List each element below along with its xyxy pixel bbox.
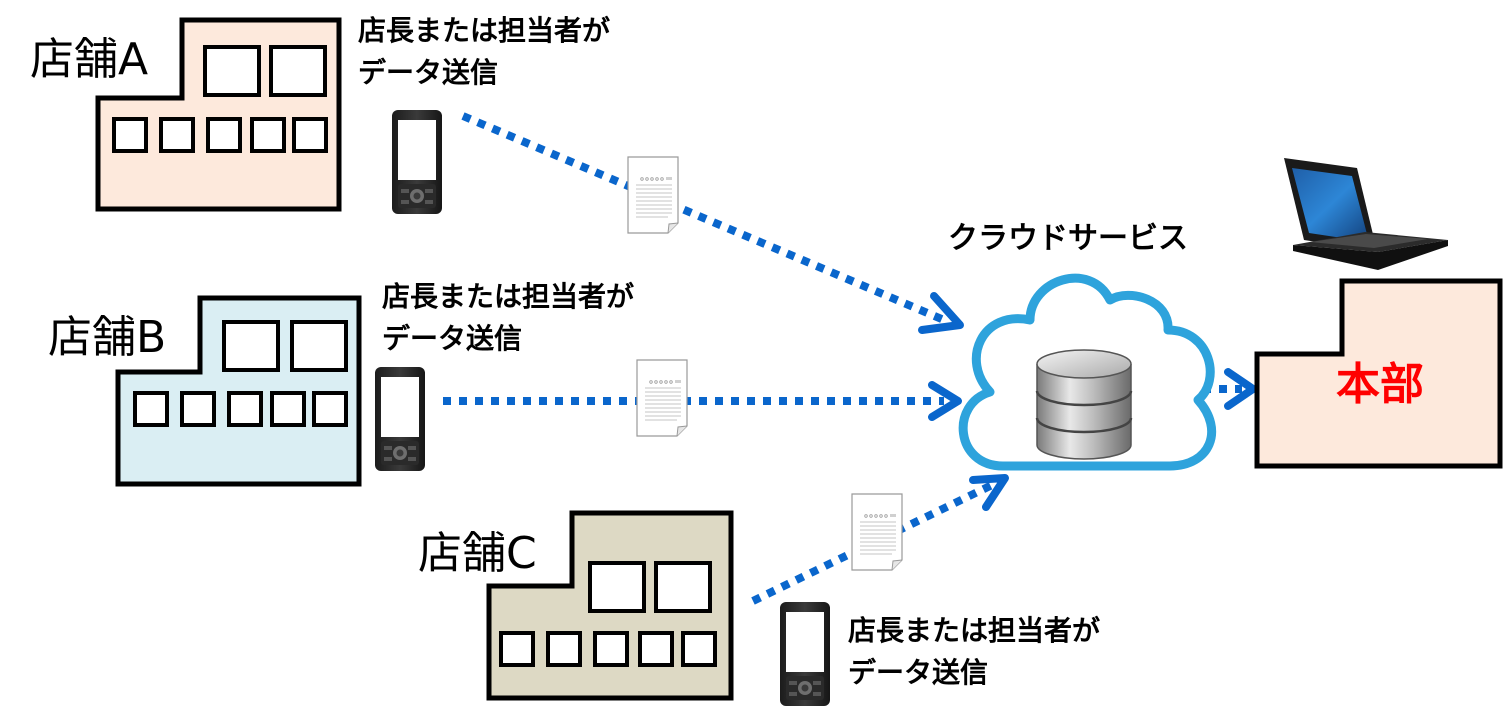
store-c-caption-line2: データ送信 <box>848 656 988 689</box>
store-c-label: 店舗C <box>418 528 537 579</box>
flow-arrowhead-store-a <box>918 292 964 334</box>
mobile-phone-icon <box>392 110 442 214</box>
store-b-windows <box>133 320 348 427</box>
store-b: 店舗B 店長または担当者が データ送信 <box>48 280 634 487</box>
store-b-caption-line1: 店長または担当者が <box>382 280 634 313</box>
store-a-caption-line2: データ送信 <box>358 56 498 89</box>
store-a-caption-line1: 店長または担当者が <box>358 14 610 47</box>
headquarters-label: 本部 <box>1336 359 1424 410</box>
headquarters: 本部 <box>1254 158 1503 469</box>
store-b-label: 店舗B <box>48 312 166 363</box>
flow-arrowhead-store-b <box>928 381 962 421</box>
cloud-service: クラウドサービス <box>948 221 1217 471</box>
document-icon <box>851 493 903 571</box>
store-b-caption-line2: データ送信 <box>382 322 522 355</box>
cloud-title: クラウドサービス <box>948 221 1188 256</box>
store-a-label: 店舗A <box>30 34 148 85</box>
laptop-icon <box>1284 158 1448 270</box>
mobile-phone-icon <box>780 602 830 706</box>
document-icon <box>627 156 679 234</box>
store-c-windows <box>499 561 717 667</box>
document-icon <box>636 359 688 437</box>
database-icon <box>1035 349 1133 460</box>
flow-arrowhead-headquarters <box>1224 368 1257 410</box>
store-a-windows <box>112 45 328 153</box>
store-c: 店舗C 店長または担当者が データ送信 <box>418 510 1100 706</box>
flow-arrow-store-a <box>461 112 946 324</box>
headquarters-building <box>1254 278 1503 469</box>
flow-arrowhead-store-c <box>969 474 1009 511</box>
mobile-phone-icon <box>375 367 425 471</box>
store-c-caption-line1: 店長または担当者が <box>848 614 1100 647</box>
store-a: 店舗A 店長または担当者が データ送信 <box>30 14 610 214</box>
